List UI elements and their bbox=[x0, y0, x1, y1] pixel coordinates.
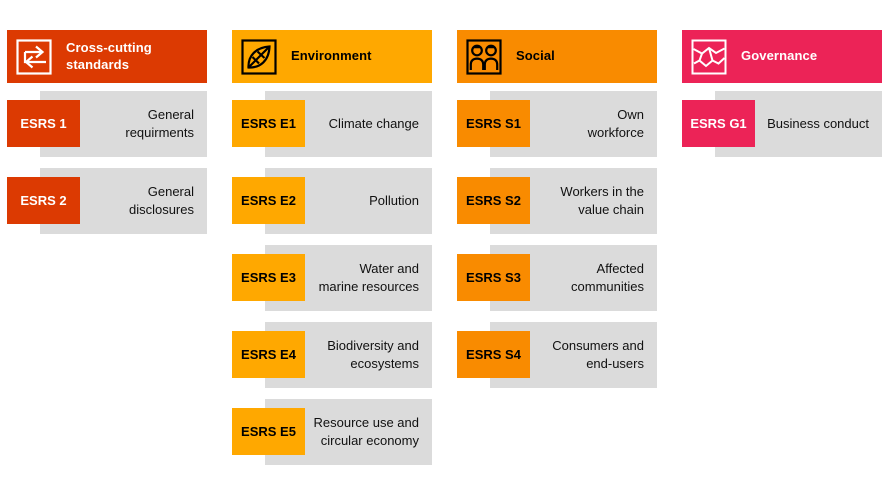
esrs-item-label: Climate change bbox=[328, 116, 419, 132]
esrs-code-badge: ESRS 2 bbox=[7, 177, 80, 224]
leaf-icon bbox=[239, 37, 279, 77]
item-esrs-2: ESRS 2 General disclosures bbox=[7, 168, 207, 234]
swap-arrows-icon bbox=[14, 37, 54, 77]
item-esrs-s4: ESRS S4 Consumers and end-users bbox=[457, 322, 657, 388]
esrs-item-label: Resource use and circular economy bbox=[313, 415, 419, 448]
esrs-code-badge: ESRS E5 bbox=[232, 408, 305, 455]
governance-items: ESRS G1 Business conduct bbox=[682, 91, 882, 157]
item-esrs-1: ESRS 1 General requirments bbox=[7, 91, 207, 157]
esrs-item-label: General disclosures bbox=[128, 184, 194, 217]
item-esrs-s1: ESRS S1 Own workforce bbox=[457, 91, 657, 157]
esrs-code-badge: ESRS S1 bbox=[457, 100, 530, 147]
item-esrs-e5: ESRS E5 Resource use and circular econom… bbox=[232, 399, 432, 465]
esrs-code-badge: ESRS E3 bbox=[232, 254, 305, 301]
environment-header: Environment bbox=[232, 30, 432, 83]
esrs-code-badge: ESRS S2 bbox=[457, 177, 530, 224]
column-environment: Environment ESRS E1 Climate change ESRS … bbox=[232, 30, 432, 476]
esrs-item-label: Business conduct bbox=[767, 116, 869, 132]
esrs-code-badge: ESRS S4 bbox=[457, 331, 530, 378]
column-governance: Governance ESRS G1 Business conduct bbox=[682, 30, 882, 168]
cross-cutting-items: ESRS 1 General requirments ESRS 2 Genera… bbox=[7, 91, 207, 234]
header-label: Social bbox=[516, 48, 555, 64]
esrs-item-label: Biodiversity and ecosystems bbox=[327, 338, 419, 371]
item-esrs-e3: ESRS E3 Water and marine resources bbox=[232, 245, 432, 311]
item-esrs-s3: ESRS S3 Affected communities bbox=[457, 245, 657, 311]
item-esrs-e4: ESRS E4 Biodiversity and ecosystems bbox=[232, 322, 432, 388]
header-label: Cross-cutting standards bbox=[66, 40, 152, 72]
esrs-item-label: Workers in the value chain bbox=[560, 184, 644, 217]
social-items: ESRS S1 Own workforce ESRS S2 Workers in… bbox=[457, 91, 657, 388]
esrs-item-label: Affected communities bbox=[571, 261, 644, 294]
esrs-code-badge: ESRS E1 bbox=[232, 100, 305, 147]
item-esrs-g1: ESRS G1 Business conduct bbox=[682, 91, 882, 157]
environment-items: ESRS E1 Climate change ESRS E2 Pollution… bbox=[232, 91, 432, 465]
column-cross-cutting: Cross-cutting standards ESRS 1 General r… bbox=[7, 30, 207, 245]
cross-cutting-header: Cross-cutting standards bbox=[7, 30, 207, 83]
esrs-code-badge: ESRS 1 bbox=[7, 100, 80, 147]
item-esrs-s2: ESRS S2 Workers in the value chain bbox=[457, 168, 657, 234]
handshake-icon bbox=[689, 37, 729, 77]
esrs-code-badge: ESRS E2 bbox=[232, 177, 305, 224]
esrs-code-badge: ESRS S3 bbox=[457, 254, 530, 301]
esrs-item-label: Water and marine resources bbox=[318, 261, 419, 294]
social-header: Social bbox=[457, 30, 657, 83]
esrs-code-badge: ESRS E4 bbox=[232, 331, 305, 378]
esrs-item-label: General requirments bbox=[125, 107, 194, 140]
esrs-item-label: Consumers and end-users bbox=[552, 338, 644, 371]
header-label: Environment bbox=[291, 48, 372, 64]
column-social: Social ESRS S1 Own workforce ESRS S2 Wor… bbox=[457, 30, 657, 399]
esrs-item-label: Own workforce bbox=[587, 107, 644, 140]
item-esrs-e1: ESRS E1 Climate change bbox=[232, 91, 432, 157]
people-icon bbox=[464, 37, 504, 77]
governance-header: Governance bbox=[682, 30, 882, 83]
esrs-code-badge: ESRS G1 bbox=[682, 100, 755, 147]
item-esrs-e2: ESRS E2 Pollution bbox=[232, 168, 432, 234]
header-label: Governance bbox=[741, 48, 818, 64]
esrs-item-label: Pollution bbox=[369, 193, 419, 209]
